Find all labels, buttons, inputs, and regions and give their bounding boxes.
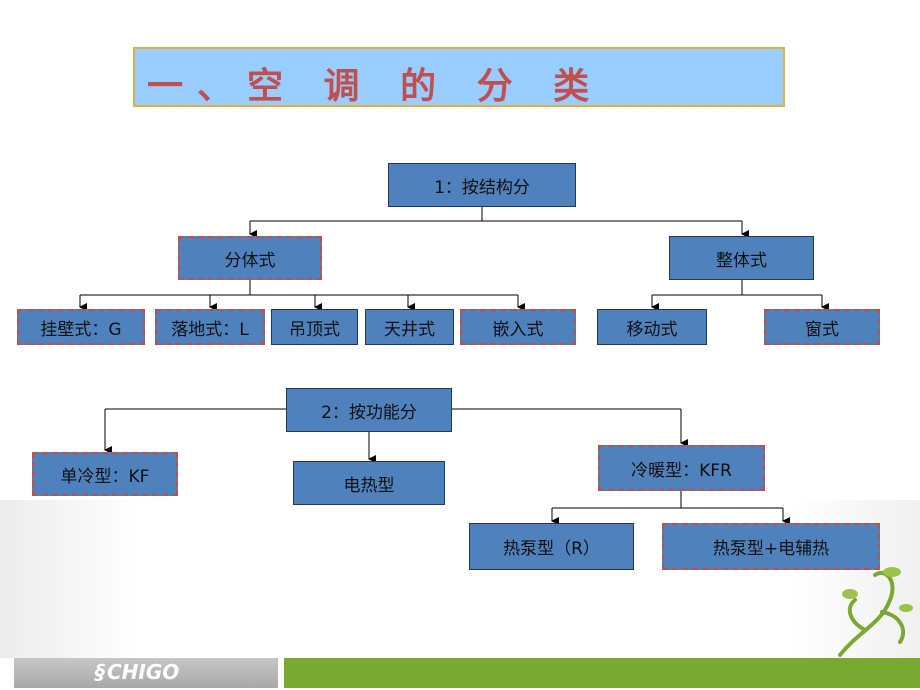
node-mobile: 移动式 <box>597 309 707 345</box>
node-heat-pump-aux: 热泵型+电辅热 <box>662 523 880 570</box>
node-heat-cool: 冷暖型：KFR <box>598 445 765 491</box>
node-cooling-only: 单冷型：KF <box>32 452 178 496</box>
node-heat-pump: 热泵型（R） <box>469 523 634 570</box>
node-patio: 天井式 <box>365 309 454 345</box>
page-title: 一、空 调 的 分 类 <box>147 66 604 107</box>
node-by-structure: 1：按结构分 <box>388 163 576 207</box>
logo-swirl-icon: § <box>95 660 105 684</box>
node-electric-heat: 电热型 <box>293 461 445 505</box>
title-banner: 一、空 调 的 分 类 <box>133 47 785 107</box>
footer-bar-green <box>284 658 920 688</box>
vine-decoration-icon <box>838 567 913 657</box>
node-embedded: 嵌入式 <box>460 309 576 345</box>
node-ceiling: 吊顶式 <box>271 309 358 345</box>
node-by-function: 2：按功能分 <box>286 388 452 432</box>
node-window: 窗式 <box>764 309 880 345</box>
background-fade-left <box>0 500 140 658</box>
node-split-type: 分体式 <box>178 236 322 280</box>
node-floor-standing: 落地式：L <box>155 309 265 345</box>
node-integral-type: 整体式 <box>669 236 814 280</box>
chigo-logo: §CHIGO <box>95 660 179 684</box>
footer-bar-gray <box>14 658 278 688</box>
node-wall-mounted: 挂壁式：G <box>17 309 145 345</box>
logo-text: CHIGO <box>107 660 180 684</box>
